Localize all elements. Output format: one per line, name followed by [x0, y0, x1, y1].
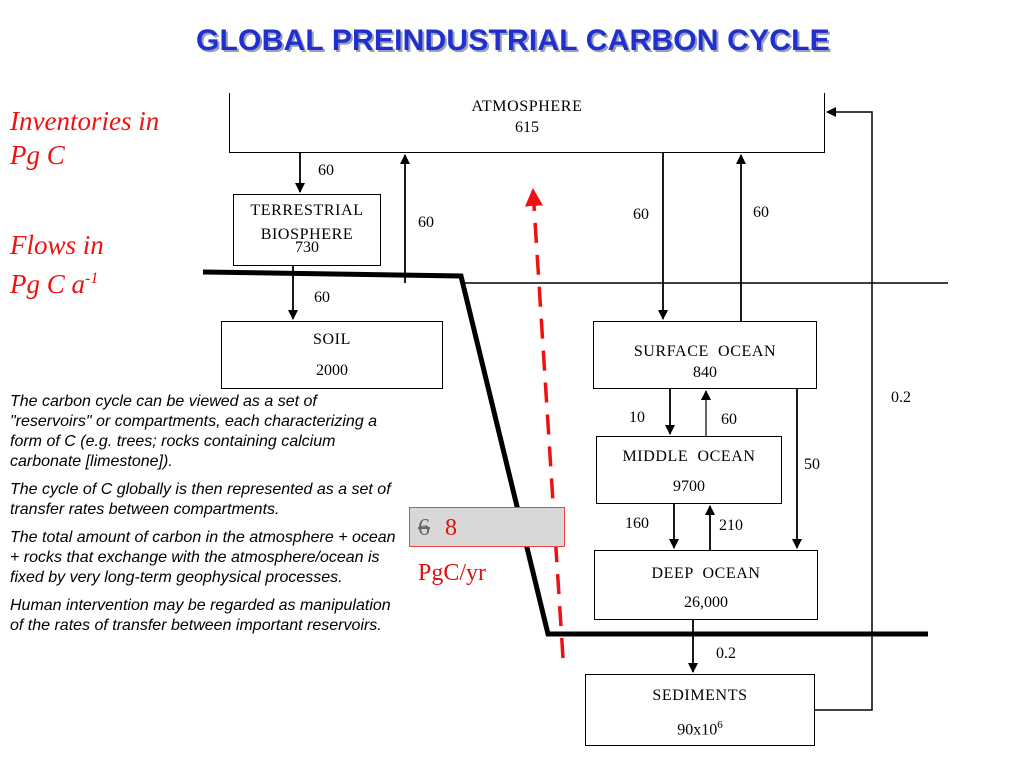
boundary-lines: [202, 269, 948, 637]
flow-label-atm-to-terrestrial: 60: [318, 162, 334, 179]
anthropogenic-new-value: 8: [445, 515, 457, 541]
reservoir-amount: 90x106: [586, 719, 814, 739]
flow-label-middle-to-surface: 60: [721, 411, 737, 428]
reservoir-amount: 730: [295, 239, 319, 256]
page-title: GLOBAL PREINDUSTRIAL CARBON CYCLE: [196, 24, 830, 57]
deep-ocean-reservoir: DEEP OCEAN 26,000: [594, 550, 818, 620]
land-surface-line: [202, 269, 928, 637]
flows-legend-line1: Flows in: [10, 230, 104, 260]
flow-label-atm-to-surface: 60: [633, 206, 649, 223]
reservoir-name: SURFACE OCEAN: [633, 343, 777, 360]
note-paragraph: Human intervention may be regarded as ma…: [10, 597, 391, 634]
flow-label-terrestrial-to-soil: 60: [314, 289, 330, 306]
reservoir-name: MIDDLE OCEAN: [622, 448, 756, 465]
flows-legend-line2: Pg C a-1: [10, 262, 104, 301]
flows-legend-exponent: -1: [85, 270, 99, 287]
flow-label-sediments-to-atm: 0.2: [891, 389, 911, 406]
anthropogenic-flux-box: [409, 507, 565, 547]
reservoir-name: SEDIMENTS: [652, 687, 748, 704]
inventories-legend-line1: Inventories in: [10, 106, 160, 136]
reservoir-name: ATMOSPHERE: [471, 98, 583, 115]
terrestrial-biosphere-reservoir: TERRESTRIAL BIOSPHERE 730: [233, 194, 381, 266]
soil-reservoir: SOIL 2000: [221, 321, 443, 389]
flows-legend: Flows in Pg C a-1: [10, 228, 104, 301]
surface-ocean-reservoir: SURFACE OCEAN 840: [593, 321, 817, 389]
inventories-legend: Inventories in Pg C: [10, 104, 159, 172]
atmosphere-reservoir: ATMOSPHERE 615: [229, 93, 825, 153]
flow-label-surface-to-middle: 10: [629, 409, 645, 426]
flow-label-surface-to-atm: 60: [753, 204, 769, 221]
inventories-legend-line2: Pg C: [10, 140, 65, 170]
flow-label-middle-to-deep: 160: [625, 515, 649, 532]
anthropogenic-old-value: 6: [418, 515, 430, 541]
flow-label-deep-to-sediments: 0.2: [716, 645, 736, 662]
reservoir-name: SOIL: [313, 331, 351, 348]
reservoir-name: DEEP OCEAN: [651, 565, 761, 582]
note-paragraph: The carbon cycle can be viewed as a set …: [10, 393, 378, 470]
flow-label-deep-to-middle: 210: [719, 517, 743, 534]
flow-label-surface-to-deep: 50: [804, 456, 820, 473]
anthropogenic-emission-arrow: [525, 188, 565, 659]
reservoir-amount: 615: [515, 119, 539, 136]
flows-legend-unit: Pg C a: [10, 269, 86, 299]
reservoir-amount: 9700: [673, 478, 705, 495]
flow-label-terrestrial-to-atm: 60: [418, 214, 434, 231]
note-paragraph: The cycle of C globally is then represen…: [10, 481, 391, 518]
explanation-notes: The carbon cycle can be viewed as a set …: [10, 392, 402, 644]
reservoir-amount: 26,000: [684, 594, 728, 611]
reservoir-amount: 2000: [316, 362, 348, 379]
sediments-amount-base: 90x10: [677, 721, 718, 739]
note-paragraph: The total amount of carbon in the atmosp…: [10, 529, 396, 586]
flow-arrows: [288, 107, 873, 711]
arrow-sediments-to-atm: [815, 107, 873, 711]
reservoir-name: TERRESTRIAL BIOSPHERE: [250, 202, 364, 243]
middle-ocean-reservoir: MIDDLE OCEAN 9700: [596, 436, 782, 504]
sediments-reservoir: SEDIMENTS 90x106: [585, 674, 815, 746]
anthropogenic-unit: PgC/yr: [418, 560, 487, 586]
sediments-amount-exponent: 6: [717, 719, 723, 731]
reservoir-amount: 840: [693, 364, 717, 381]
